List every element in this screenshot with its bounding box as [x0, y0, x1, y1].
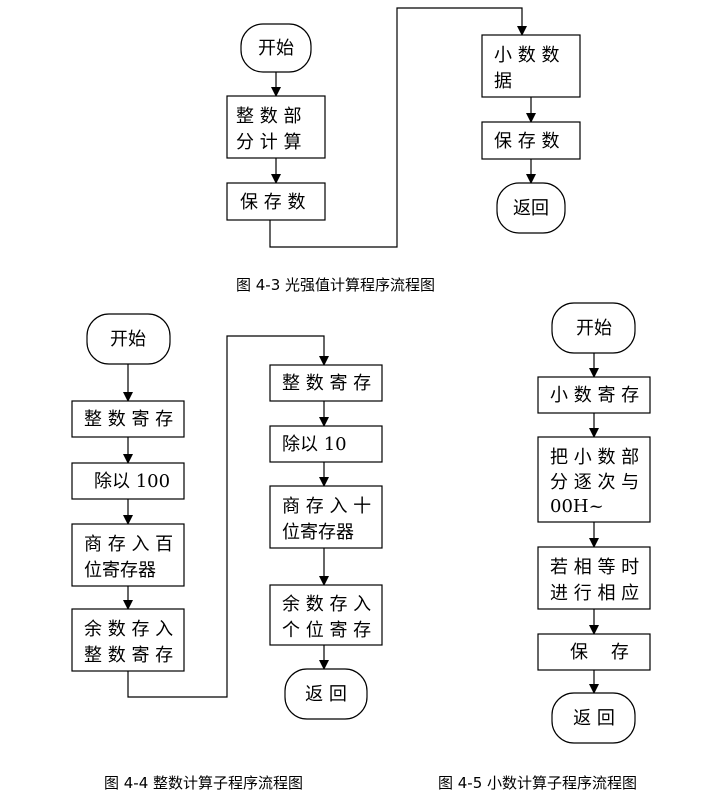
process-decimal-register	[537, 376, 651, 414]
process-quotient-to-hundreds	[71, 523, 185, 587]
process-label-line: 把 小 数 部	[550, 447, 639, 468]
process-label-line: 余 数 存 入	[282, 594, 371, 615]
process-label-line: 余 数 存 入	[84, 619, 173, 640]
process-compare-decimal	[537, 436, 651, 523]
process-label-line: 位寄存器	[282, 522, 354, 543]
terminal-start-label: 开始	[258, 38, 294, 59]
figure-4-4-caption: 图 4-4 整数计算子程序流程图	[104, 774, 304, 792]
figure-4-5-caption: 图 4-5 小数计算子程序流程图	[438, 774, 638, 792]
figure-4-3-caption: 图 4-3 光强值计算程序流程图	[236, 276, 436, 294]
terminal-return	[551, 692, 636, 744]
process-label-line: 整 数 寄 存	[84, 645, 173, 666]
process-label-line: 整 数 部	[236, 106, 301, 127]
process-decimal-data	[481, 34, 581, 98]
process-save-number-1	[226, 182, 326, 221]
terminal-start-label: 开始	[110, 329, 146, 350]
terminal-return	[496, 182, 566, 234]
process-label-line: 商 存 入 百	[84, 534, 173, 555]
process-save-number-2	[481, 121, 581, 160]
process-label-line: 商 存 入 十	[282, 496, 371, 517]
process-divide-10	[269, 425, 383, 463]
terminal-return	[284, 668, 368, 720]
process-label-line: 00H~	[550, 496, 604, 517]
connector-edge	[269, 7, 527, 248]
process-respond-if-equal	[537, 546, 651, 610]
process-label-line: 整 数 寄 存	[84, 409, 173, 430]
process-label-line: 除以 100	[94, 471, 170, 492]
figure-4-4: 开始 整 数 寄 存 除以 100 商 存 入 百 位寄存器 余 数 存 入 整…	[71, 313, 383, 720]
process-label-line: 保 存 数	[240, 192, 305, 213]
terminal-return-label: 返回	[513, 198, 549, 219]
process-quotient-to-tens	[269, 485, 383, 549]
process-label-line: 小 数 数	[494, 45, 559, 66]
terminal-start-label: 开始	[576, 318, 612, 339]
terminal-return-label: 返 回	[305, 684, 347, 705]
process-remainder-to-integer	[71, 608, 185, 672]
process-label-line: 整 数 寄 存	[282, 373, 371, 394]
process-divide-100	[71, 462, 185, 500]
figure-4-3: 开始 整 数 部 分 计 算 保 存 数 小 数 数 据 保 存 数 返回	[226, 7, 581, 248]
process-label-line: 据	[494, 71, 512, 92]
terminal-return-label: 返 回	[573, 708, 615, 729]
process-label-line: 保 存 数	[494, 131, 559, 152]
process-label-line: 进 行 相 应	[550, 583, 639, 604]
process-remainder-to-ones	[269, 584, 383, 646]
process-integer-part-calc	[226, 95, 326, 159]
process-label-line: 分 计 算	[236, 132, 301, 153]
process-label-line: 小 数 寄 存	[550, 385, 639, 406]
process-label-line: 分 逐 次 与	[550, 472, 639, 493]
process-label-line: 位寄存器	[84, 560, 156, 581]
process-label-line: 保 存	[570, 642, 629, 663]
figure-4-5: 开始 小 数 寄 存 把 小 数 部 分 逐 次 与 00H~ 若 相 等 时 …	[537, 302, 651, 744]
process-label-line: 若 相 等 时	[550, 557, 639, 578]
connector-edge	[127, 335, 329, 698]
process-label-line: 除以 10	[282, 434, 347, 455]
process-integer-register-2	[269, 364, 383, 402]
process-label-line: 个 位 寄 存	[282, 620, 371, 641]
